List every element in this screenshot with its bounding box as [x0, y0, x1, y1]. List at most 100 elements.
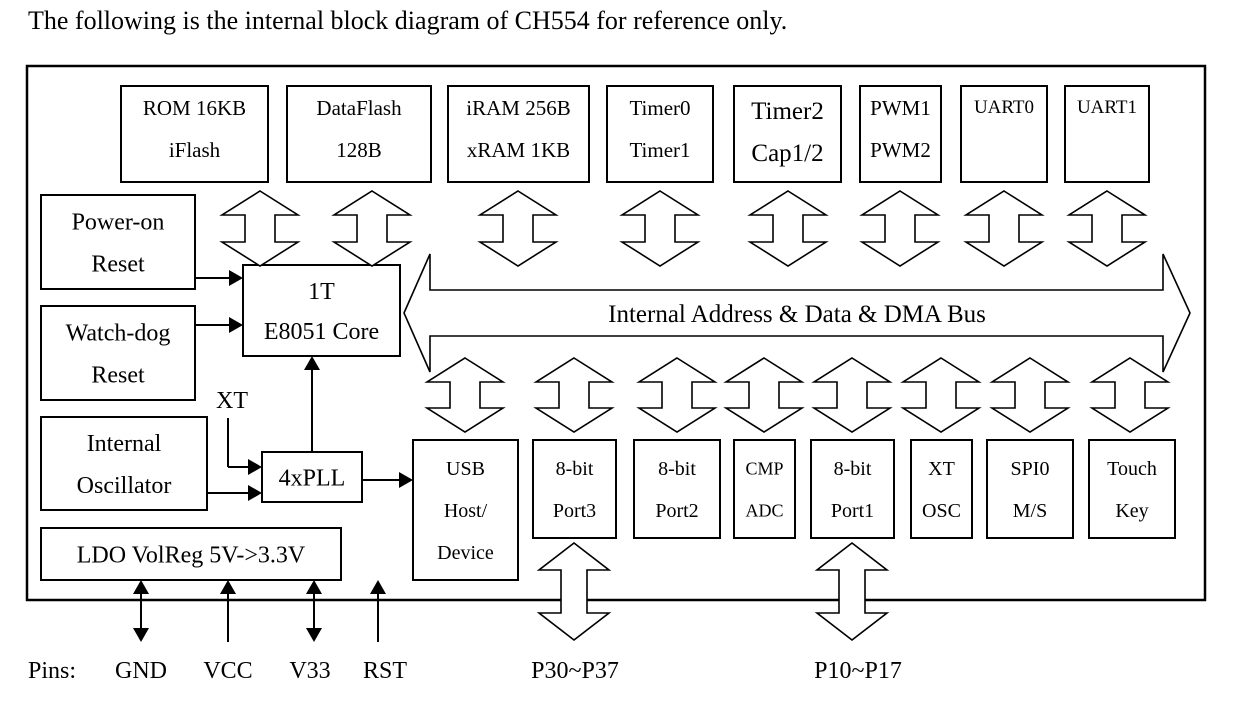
block-dataflash-line-0: DataFlash	[316, 96, 402, 120]
wires-layer	[133, 270, 413, 642]
head-poweron-core	[229, 270, 243, 286]
pin-p10-p17: P10~P17	[814, 658, 902, 684]
block-pll-line-0: 4xPLL	[279, 465, 346, 491]
pin-gnd: GND	[115, 658, 167, 684]
block-ldo: LDO VolReg 5V->3.3V	[40, 527, 342, 581]
block-usb-line-2: Device	[437, 542, 494, 564]
head-gnd-up	[133, 580, 149, 594]
block-uart0-line-0: UART0	[974, 97, 1034, 118]
bus-arrow-ram	[477, 190, 559, 267]
block-uart1-line-0: UART1	[1077, 97, 1137, 118]
head-rst	[370, 580, 386, 594]
block-timer2-line-1: Cap1/2	[751, 140, 823, 167]
head-pll-usb	[399, 472, 413, 488]
block-xtosc-line-1: OSC	[922, 500, 961, 522]
head-gnd-down	[133, 628, 149, 642]
block-poweron-line-0: Power-on	[72, 209, 165, 235]
bus-arrow-timer01	[619, 190, 701, 267]
port3-pin-arrow	[536, 541, 612, 642]
block-usb-line-0: USB	[446, 458, 485, 480]
block-xtosc-line-0: XT	[928, 458, 955, 480]
block-usb: USB Host/Device	[412, 439, 519, 581]
block-uart0: UART0	[960, 85, 1048, 183]
block-pll: 4xPLL	[261, 451, 363, 503]
head-xt-pll	[248, 459, 262, 475]
block-ram-line-0: iRAM 256B	[466, 96, 570, 120]
pin-v33: V33	[289, 658, 330, 684]
block-watchdog-line-1: Reset	[91, 362, 145, 388]
block-dataflash-line-1: 128B	[336, 138, 382, 162]
block-touch-line-1: Key	[1115, 500, 1148, 522]
block-port2-line-0: 8-bit	[658, 458, 696, 480]
block-port1-line-0: 8-bit	[834, 458, 872, 480]
head-watchdog-core	[229, 317, 243, 333]
arrows-layer	[219, 190, 1191, 642]
blocks-layer: ROM 16KB iFlash DataFlash 128B iRAM 256B xRAM…	[40, 85, 1176, 581]
pin-vcc: VCC	[203, 658, 252, 684]
diagram-caption: The following is the internal block diag…	[28, 6, 788, 35]
bus-arrow-dataflash	[331, 190, 413, 267]
block-osc-line-0: Internal	[87, 431, 162, 457]
block-rom: ROM 16KB iFlash	[120, 85, 269, 183]
block-spi-line-1: M/S	[1013, 500, 1047, 522]
port1-pin-arrow	[814, 541, 890, 642]
block-pwm-line-1: PWM2	[870, 138, 931, 162]
block-port3-line-0: 8-bit	[556, 458, 594, 480]
bus-arrow-rom	[219, 190, 301, 267]
block-cmp: CMP ADC	[733, 439, 796, 539]
block-ram: iRAM 256B xRAM 1KB	[447, 85, 590, 183]
bus-arrow-touch	[1089, 357, 1171, 433]
bus-arrow-port2	[636, 357, 718, 433]
bus-arrow-pwm	[859, 190, 941, 267]
bus-arrow-xtosc	[900, 357, 982, 433]
block-dataflash: DataFlash 128B	[286, 85, 432, 183]
block-xtosc: XT OSC	[910, 439, 973, 539]
block-uart1: UART1	[1064, 85, 1150, 183]
pin-p30-p37: P30~P37	[531, 658, 619, 684]
head-v33-down	[306, 628, 322, 642]
bus-arrow-port1	[811, 357, 893, 433]
block-port1-line-1: Port1	[831, 500, 874, 522]
block-core: 1T E8051 Core	[242, 264, 401, 357]
block-poweron-line-1: Reset	[91, 251, 145, 277]
head-vcc	[220, 580, 236, 594]
block-ldo-line-0: LDO VolReg 5V->3.3V	[77, 542, 306, 568]
bus-arrow-cmp	[723, 357, 805, 433]
pins-label: Pins:	[28, 658, 76, 684]
head-osc-pll	[248, 485, 262, 501]
block-cmp-line-1: ADC	[745, 500, 783, 520]
block-osc-line-1: Oscillator	[77, 473, 172, 499]
block-port3-line-1: Port3	[553, 500, 596, 522]
head-v33-up	[306, 580, 322, 594]
block-usb-line-1: Host/	[444, 500, 488, 522]
bus-arrow-timer2	[747, 190, 829, 267]
block-ram-line-1: xRAM 1KB	[467, 138, 570, 162]
xt-label: XT	[216, 388, 248, 414]
block-timer01-line-1: Timer1	[629, 138, 690, 162]
bus-arrow-uart1	[1066, 190, 1148, 267]
block-rom-line-1: iFlash	[169, 138, 221, 162]
block-core-line-0: 1T	[308, 279, 335, 305]
block-timer2-line-0: Timer2	[751, 98, 824, 125]
block-core-line-1: E8051 Core	[264, 319, 379, 345]
labels-layer: Internal Address & Data & DMA BusXTPins:…	[28, 301, 986, 684]
chip-outline	[25, 64, 1207, 602]
block-touch-line-0: Touch	[1107, 458, 1157, 480]
bus-arrow-usb	[424, 357, 506, 433]
block-cmp-line-0: CMP	[745, 458, 783, 478]
block-timer01-line-0: Timer0	[629, 96, 690, 120]
block-rom-line-0: ROM 16KB	[143, 96, 246, 120]
block-watchdog-line-0: Watch-dog	[66, 320, 171, 346]
bus-arrow-spi	[989, 357, 1071, 433]
block-port2-line-1: Port2	[655, 500, 698, 522]
